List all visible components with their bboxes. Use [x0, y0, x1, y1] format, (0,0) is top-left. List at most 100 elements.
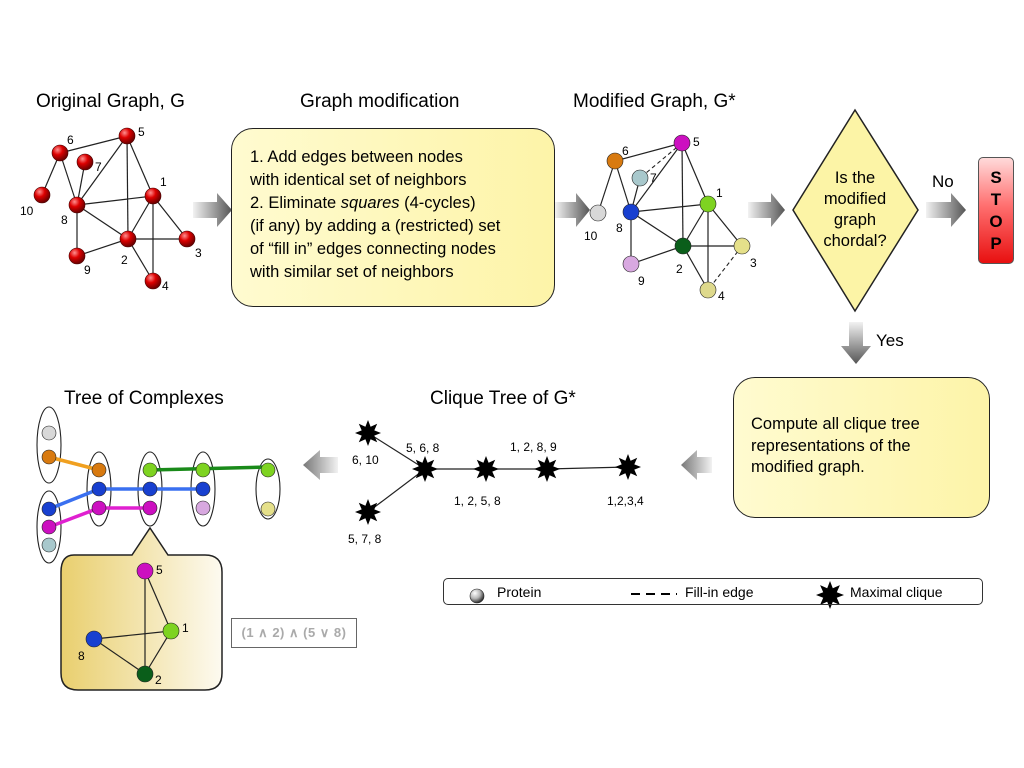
gstar-node-10 [589, 204, 607, 222]
g-label-6: 6 [67, 133, 74, 147]
arrow-right-icon [193, 193, 232, 227]
gstar-node-2 [674, 237, 692, 255]
inset-label-1: 1 [182, 621, 189, 635]
inset-callout: 5 1 8 2 [60, 526, 223, 691]
complex-node [195, 462, 211, 478]
gstar-node-3 [733, 237, 751, 255]
complex-node [195, 500, 211, 516]
complex-node [41, 449, 57, 465]
title-clique-tree: Clique Tree of G* [430, 388, 576, 409]
complex-node [260, 462, 276, 478]
arrow-right-icon [555, 193, 590, 227]
gstar-node-7 [631, 169, 649, 187]
gstar-node-5 [673, 134, 691, 152]
modification-line-1: 1. Add edges between nodes [250, 148, 463, 166]
compute-line-3: modified graph. [751, 458, 865, 476]
legend-fill-in-label: Fill-in edge [685, 584, 754, 600]
compute-line-2: representations of the [751, 436, 911, 455]
gstar-node-1 [699, 195, 717, 213]
stop-letter: P [990, 233, 1002, 253]
g-node-7 [76, 153, 94, 171]
stop-sign: S T O P [978, 157, 1014, 264]
decision-line-3: graph [833, 211, 877, 229]
title-tree-of-complexes: Tree of Complexes [64, 388, 224, 409]
title-modified-graph: Modified Graph, G* [573, 91, 736, 112]
tree-of-complexes [36, 406, 281, 564]
gstar-label-1: 1 [716, 186, 723, 200]
clique-label: 1,2,3,4 [607, 494, 644, 508]
complex-node [142, 462, 158, 478]
g-node-6 [51, 144, 69, 162]
decision-diamond [792, 108, 919, 313]
modification-line-3-prefix: 2. Eliminate [250, 194, 341, 212]
original-graph: 1 2 3 4 5 6 7 8 9 10 [20, 125, 202, 293]
arrow-down-icon [841, 322, 871, 364]
clique-star-icon [534, 456, 560, 482]
gstar-label-10: 10 [584, 229, 598, 243]
stop-letter: S [990, 167, 1002, 187]
inset-label-5: 5 [156, 563, 163, 577]
complex-node [91, 481, 107, 497]
inset-node-5 [136, 562, 154, 580]
no-label: No [932, 172, 954, 191]
complex-node [142, 500, 158, 516]
complex-node [91, 500, 107, 516]
complex-node [41, 425, 57, 441]
legend-clique-label: Maximal clique [850, 584, 943, 600]
flow-arrows [193, 193, 966, 480]
clique-star-icon [412, 456, 438, 482]
yes-label: Yes [876, 331, 904, 350]
arrow-right-icon [748, 193, 785, 227]
gstar-label-6: 6 [622, 144, 629, 158]
clique-star-icon [615, 454, 641, 480]
modification-line-3: 2. Eliminate squares (4-cycles) [250, 192, 554, 215]
inset-node-8 [85, 630, 103, 648]
stop-letter: T [990, 189, 1002, 209]
clique-label: 5, 6, 8 [406, 441, 440, 455]
gstar-node-6 [606, 152, 624, 170]
decision-line-2: modified [823, 190, 887, 208]
g-node-5 [118, 127, 136, 145]
legend-protein-label: Protein [497, 584, 542, 600]
clique-star-icon [355, 499, 381, 525]
arrow-right-icon [926, 193, 966, 227]
complex-node [260, 501, 276, 517]
compute-box: Compute all clique tree representations … [733, 377, 990, 518]
g-label-4: 4 [162, 279, 169, 293]
gstar-label-3: 3 [750, 256, 757, 270]
modification-line-4: (if any) by adding a (restricted) set [250, 217, 501, 235]
g-label-1: 1 [160, 175, 167, 189]
inset-label-2: 2 [155, 673, 162, 687]
complex-node [41, 537, 57, 553]
arrow-left-icon [303, 450, 338, 480]
modification-line-2: with identical set of neighbors [250, 171, 467, 189]
decision-text: Is the modified graph chordal? [800, 168, 910, 252]
modification-box: 1. Add edges between nodes with identica… [231, 128, 555, 307]
gstar-label-5: 5 [693, 135, 700, 149]
modification-line-5: of “fill in” edges connecting nodes [250, 240, 496, 258]
protein-icon [469, 588, 485, 604]
clique-star-icon [355, 420, 381, 446]
modification-line-3-suffix: (4-cycles) [399, 194, 476, 212]
g-node-4 [144, 272, 162, 290]
gstar-node-4 [699, 281, 717, 299]
arrow-left-icon [681, 450, 712, 480]
stop-letter: O [989, 211, 1003, 231]
modification-squares-term: squares [340, 194, 400, 212]
complex-node [195, 481, 211, 497]
legend: Protein Fill-in edge Maximal clique [443, 578, 983, 605]
gstar-node-8 [622, 203, 640, 221]
gstar-label-2: 2 [676, 262, 683, 276]
g-label-3: 3 [195, 246, 202, 260]
g-label-5: 5 [138, 125, 145, 139]
compute-line-1: Compute all clique tree [751, 415, 920, 433]
g-node-9 [68, 247, 86, 265]
decision-line-4: chordal? [823, 232, 887, 250]
title-original-graph: Original Graph, G [36, 91, 185, 112]
g-node-1 [144, 187, 162, 205]
clique-tree: 6, 10 5, 6, 8 5, 7, 8 1, 2, 5, 8 1, 2, 8… [348, 420, 644, 546]
g-node-10 [33, 186, 51, 204]
decision-line-1: Is the [834, 169, 876, 187]
gstar-label-9: 9 [638, 274, 645, 288]
